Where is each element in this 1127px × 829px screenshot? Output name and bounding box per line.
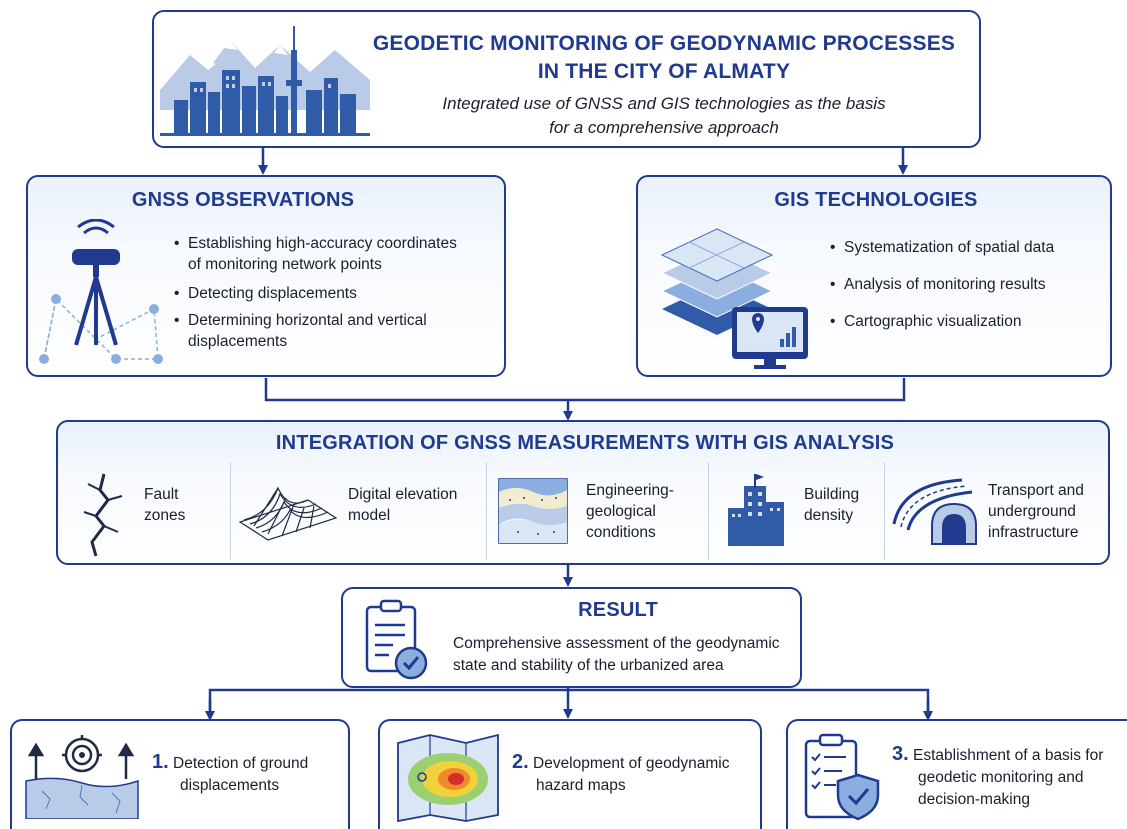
integration-divider-2 — [486, 462, 487, 560]
outcome-1-number: 1. — [152, 751, 169, 773]
buildings-icon — [728, 474, 784, 546]
outcome-3-number: 3. — [892, 743, 909, 765]
main-title-line2: IN THE CITY OF ALMATY — [537, 60, 791, 83]
fault-crack-icon — [83, 473, 123, 557]
outcome-2-box: 2. Development of geodynamic hazard maps — [378, 719, 762, 829]
gnss-bullet-1: Establishing high-accuracy coordinatesof… — [174, 233, 504, 275]
result-line2: state and stability of the urbanized are… — [453, 657, 724, 674]
gnss-receiver-icon — [39, 219, 163, 364]
gis-bullet-3: Cartographic visualization — [830, 311, 1110, 332]
gis-title: GIS TECHNOLOGIES — [774, 189, 978, 211]
elevation-model-icon — [238, 486, 338, 541]
outcome-3-text: 3. Establishment of a basis for geodetic… — [892, 743, 1104, 808]
result-title: RESULT — [578, 599, 658, 621]
geological-layers-icon — [498, 478, 568, 544]
outcome-2-text: 2. Development of geodynamic hazard maps — [512, 751, 730, 794]
subtitle-line2: for a comprehensive approach — [549, 118, 779, 137]
clipboard-check-icon — [365, 599, 428, 680]
title-box: GEODETIC MONITORING OF GEODYNAMIC PROCES… — [152, 10, 981, 148]
gis-layers-icon — [660, 228, 808, 369]
outcome-3-box: 3. Establishment of a basis for geodetic… — [786, 719, 1127, 829]
result-box: RESULT Comprehensive assessment of the g… — [341, 587, 802, 688]
main-title-line1: GEODETIC MONITORING OF GEODYNAMIC PROCES… — [372, 32, 956, 55]
gnss-observations-box: GNSS OBSERVATIONS Establishing high-accu… — [26, 175, 506, 377]
integration-divider-3 — [708, 462, 709, 560]
gnss-bullet-3: Determining horizontal and verticaldispl… — [174, 310, 504, 352]
gnss-bullets: Establishing high-accuracy coordinatesof… — [174, 233, 504, 358]
integration-title: INTEGRATION OF GNSS MEASUREMENTS WITH GI… — [275, 432, 895, 454]
subtitle-line1: Integrated use of GNSS and GIS technolog… — [442, 94, 886, 113]
integration-divider-1 — [230, 462, 231, 560]
integration-divider-4 — [884, 462, 885, 560]
transport-tunnel-icon — [892, 478, 977, 545]
gnss-title: GNSS OBSERVATIONS — [131, 189, 355, 211]
integration-box: INTEGRATION OF GNSS MEASUREMENTS WITH GI… — [56, 420, 1110, 565]
clipboard-shield-icon — [804, 733, 880, 821]
hazard-map-icon — [397, 733, 499, 823]
outcome-1-text: 1. Detection of ground displacements — [152, 751, 309, 794]
almaty-skyline-icon — [160, 26, 370, 136]
gnss-bullet-2: Detecting displacements — [174, 283, 504, 304]
outcome-1-box: 1. Detection of ground displacements — [10, 719, 350, 829]
result-line1: Comprehensive assessment of the geodynam… — [453, 635, 780, 652]
outcome-2-number: 2. — [512, 751, 529, 773]
gis-bullet-1: Systematization of spatial data — [830, 237, 1110, 258]
gis-bullet-2: Analysis of monitoring results — [830, 274, 1110, 295]
gis-technologies-box: GIS TECHNOLOGIES Systematization of spat… — [636, 175, 1112, 377]
gis-bullets: Systematization of spatial data Analysis… — [830, 237, 1110, 338]
ground-displacement-icon — [25, 735, 139, 819]
